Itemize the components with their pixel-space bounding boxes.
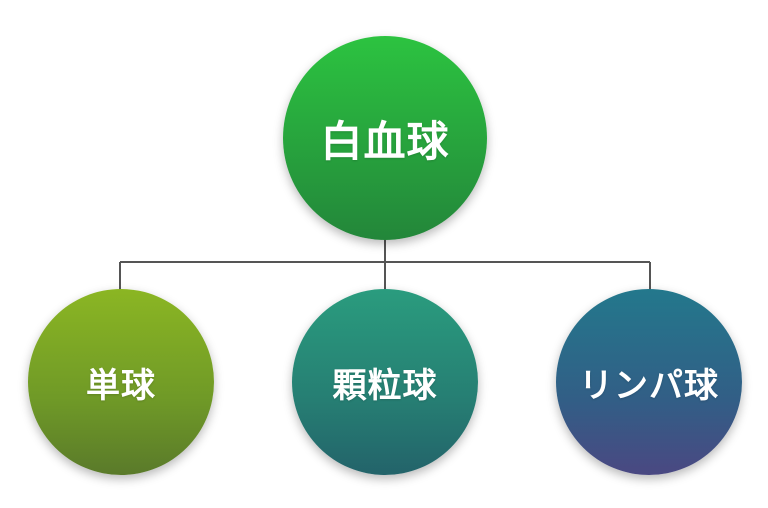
node-label-granulocyte: 顆粒球 bbox=[332, 365, 438, 406]
node-label-white-blood-cell: 白血球 bbox=[320, 116, 450, 166]
node-label-lymphocyte: リンパ球 bbox=[579, 365, 719, 406]
node-white-blood-cell: 白血球 bbox=[283, 36, 487, 240]
node-granulocyte: 顆粒球 bbox=[292, 289, 478, 475]
node-label-monocyte: 単球 bbox=[86, 365, 156, 406]
node-lymphocyte: リンパ球 bbox=[556, 289, 742, 475]
node-monocyte: 単球 bbox=[28, 289, 214, 475]
